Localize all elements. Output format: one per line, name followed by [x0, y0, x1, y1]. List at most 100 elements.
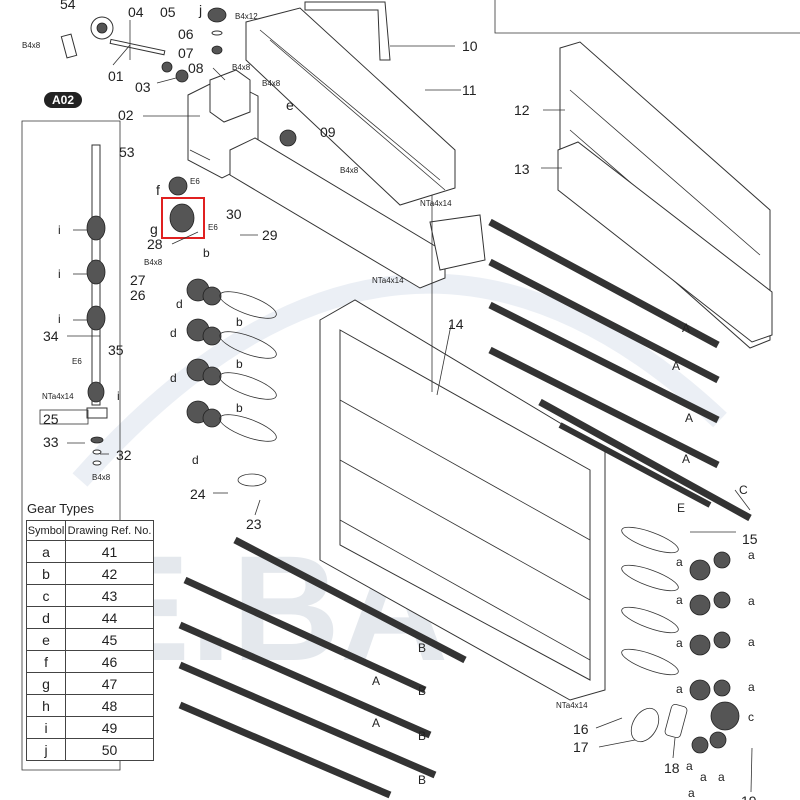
- gear-i: [87, 381, 105, 403]
- column-header-symbol: Symbol: [25, 520, 67, 541]
- ref-cell: 42: [65, 562, 154, 585]
- callout-05: 05: [160, 4, 176, 20]
- callout-A: A: [682, 452, 690, 466]
- callout-24: 24: [190, 486, 206, 502]
- gear-symbol-i: i: [58, 267, 61, 281]
- gear-symbol-c: c: [748, 710, 754, 724]
- callout-A: A: [372, 716, 380, 730]
- table-header-row: Symbol Drawing Ref. No.: [25, 520, 154, 541]
- callout-13: 13: [514, 161, 530, 177]
- gear-symbol-i: i: [58, 312, 61, 326]
- gear-symbol-i: i: [58, 223, 61, 237]
- gear-i: [86, 259, 106, 285]
- gear-i: [86, 305, 106, 331]
- callout-A: A: [672, 359, 680, 373]
- callout-e: e: [286, 97, 294, 113]
- gear-symbol-a: a: [748, 635, 755, 649]
- ref-cell: 48: [65, 694, 154, 717]
- ref-cell: 41: [65, 540, 154, 563]
- callout-16: 16: [573, 721, 589, 737]
- gear-types-title: Gear Types: [27, 501, 94, 516]
- screw-label: E6: [208, 223, 218, 232]
- callout-11: 11: [462, 82, 477, 98]
- callout-10: 10: [462, 38, 478, 54]
- callout-C: C: [739, 483, 748, 497]
- gear-symbol-b: b: [236, 401, 243, 415]
- screw-label: B4x8: [92, 473, 111, 482]
- callout-35: 35: [108, 342, 124, 358]
- gear-symbol-b: b: [203, 246, 210, 260]
- shaft-assembly-34: [86, 144, 108, 466]
- symbol-cell: d: [25, 606, 67, 629]
- callout-54: 54: [60, 0, 76, 12]
- callout-B: B: [418, 684, 426, 698]
- callout-04: 04: [128, 4, 144, 20]
- main-frame-14: [319, 299, 606, 701]
- ref-cell: 47: [65, 672, 154, 695]
- gear-symbol-a: a: [688, 786, 695, 800]
- callout-box-25: [39, 409, 89, 425]
- small-parts-top-left: [60, 7, 227, 83]
- gear-e: [279, 129, 297, 147]
- screw-labels: B4x8 B4x8 B4x8 B4x8 E6 E6 B4x8 E6 NTa4x1…: [22, 41, 588, 710]
- screw-label: NTa4x14: [372, 276, 404, 285]
- screw-label: NTa4x14: [420, 199, 452, 208]
- callout-19: 19: [741, 793, 757, 800]
- gear-symbol-a: a: [676, 555, 683, 569]
- screw-label: NTa4x14: [556, 701, 588, 710]
- callout-B: B: [418, 641, 426, 655]
- callout-02: 02: [118, 107, 134, 123]
- callout-17: 17: [573, 739, 589, 755]
- callout-B: B: [418, 773, 426, 787]
- gear-symbol-d: d: [170, 326, 177, 340]
- callout-09: 09: [320, 124, 336, 140]
- callout-01: 01: [108, 68, 124, 84]
- gear-symbol-a: a: [676, 593, 683, 607]
- gear-symbol-a: a: [676, 682, 683, 696]
- assembly-frame-a02: [21, 120, 121, 771]
- gear-symbol-d: d: [192, 453, 199, 467]
- gear-symbol-a: a: [748, 680, 755, 694]
- screw-label: B4x8: [340, 166, 359, 175]
- gear-symbol-b: b: [236, 315, 243, 329]
- callout-A: A: [685, 411, 693, 425]
- callout-26: 26: [130, 287, 146, 303]
- callout-06: 06: [178, 26, 194, 42]
- screw-label: NTa4x14: [42, 392, 74, 401]
- callout-33: 33: [43, 434, 59, 450]
- gear-symbol-d: d: [176, 297, 183, 311]
- callout-08: 08: [188, 60, 204, 76]
- gear-symbol-a: a: [686, 759, 693, 773]
- symbol-cell: c: [25, 584, 67, 607]
- callout-B: B: [418, 729, 426, 743]
- callout-j: j: [198, 2, 202, 18]
- gear-symbol-a: a: [676, 636, 683, 650]
- callout-E: E: [677, 501, 685, 515]
- screw-label: E6: [190, 177, 200, 186]
- gear-symbol-a: a: [748, 594, 755, 608]
- symbol-cell: b: [25, 562, 67, 585]
- rollers-lower-left: [178, 536, 467, 799]
- gear-symbol-a: a: [718, 770, 725, 784]
- callout-07: 07: [178, 45, 194, 61]
- callout-15: 15: [742, 531, 758, 547]
- watermark-swoosh: [72, 273, 727, 487]
- gear-symbol-b: b: [236, 357, 243, 371]
- guide-plate-13: [557, 141, 773, 343]
- callout-28: 28: [147, 236, 163, 252]
- ref-cell: 46: [65, 650, 154, 673]
- callout-f: f: [156, 182, 160, 198]
- gear-symbol-d: d: [170, 371, 177, 385]
- callout-27: 27: [130, 272, 146, 288]
- ref-cell: 45: [65, 628, 154, 651]
